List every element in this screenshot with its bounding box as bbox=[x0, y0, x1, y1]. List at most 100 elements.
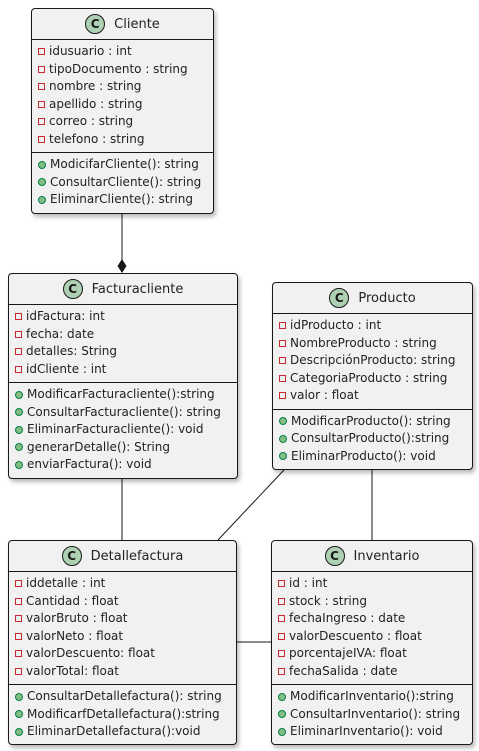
private-visibility-icon bbox=[38, 118, 45, 126]
method: EliminarCliente(): string bbox=[32, 191, 213, 209]
private-visibility-icon bbox=[279, 322, 286, 330]
private-visibility-icon bbox=[15, 650, 22, 658]
class-stereotype-icon: C bbox=[324, 546, 345, 566]
class-inventario: C Inventario id : int stock : string fec… bbox=[271, 540, 473, 745]
private-visibility-icon bbox=[38, 48, 45, 56]
public-visibility-icon bbox=[15, 710, 23, 719]
public-visibility-icon bbox=[38, 160, 46, 169]
private-visibility-icon bbox=[15, 615, 22, 623]
attribute: stock : string bbox=[272, 593, 472, 611]
method-list: ModificarProducto(): string ConsultarPro… bbox=[273, 410, 472, 470]
class-producto: C Producto idProducto : int NombreProduc… bbox=[272, 282, 473, 470]
attribute: CategoriaProducto : string bbox=[273, 370, 472, 388]
class-name: Cliente bbox=[114, 16, 160, 32]
class-header: C Cliente bbox=[32, 9, 213, 40]
private-visibility-icon bbox=[15, 597, 22, 605]
method-list: ModificarInventario():string ConsultarIn… bbox=[272, 685, 472, 745]
method: EliminarInventario(): void bbox=[272, 723, 472, 741]
attribute-list: iddetalle : int Cantidad : float valorBr… bbox=[9, 572, 236, 685]
attribute: id : int bbox=[272, 575, 472, 593]
method: ConsultarCliente(): string bbox=[32, 174, 213, 192]
class-stereotype-icon: C bbox=[329, 288, 350, 308]
private-visibility-icon bbox=[278, 632, 285, 640]
private-visibility-icon bbox=[279, 339, 286, 347]
attribute: porcentajeIVA: float bbox=[272, 645, 472, 663]
private-visibility-icon bbox=[278, 615, 285, 623]
private-visibility-icon bbox=[278, 597, 285, 605]
attribute: valorTotal: float bbox=[9, 663, 236, 681]
private-visibility-icon bbox=[278, 667, 285, 675]
attribute: iddetalle : int bbox=[9, 575, 236, 593]
private-visibility-icon bbox=[278, 650, 285, 658]
attribute-list: idFactura: int fecha: date detalles: Str… bbox=[9, 305, 237, 383]
public-visibility-icon bbox=[38, 195, 46, 204]
attribute: idCliente : int bbox=[9, 361, 237, 379]
public-visibility-icon bbox=[279, 434, 287, 443]
attribute: fechaSalida : date bbox=[272, 663, 472, 681]
attribute: correo : string bbox=[32, 113, 213, 131]
private-visibility-icon bbox=[279, 392, 286, 400]
attribute: DescripciónProducto: string bbox=[273, 352, 472, 370]
method: ConsultarDetallefactura(): string bbox=[9, 688, 236, 706]
method: ModificarfDetallefactura():string bbox=[9, 706, 236, 724]
attribute-list: idProducto : int NombreProducto : string… bbox=[273, 314, 472, 410]
method: EliminarDetallefactura():void bbox=[9, 723, 236, 741]
private-visibility-icon bbox=[15, 365, 22, 373]
method-list: ConsultarDetallefactura(): string Modifi… bbox=[9, 685, 236, 745]
attribute: valorBruto : float bbox=[9, 610, 236, 628]
public-visibility-icon bbox=[38, 178, 46, 187]
method: ConsultarProducto():string bbox=[273, 430, 472, 448]
method: EliminarFacturacliente(): void bbox=[9, 421, 237, 439]
class-name: Inventario bbox=[353, 548, 420, 564]
private-visibility-icon bbox=[15, 580, 22, 588]
private-visibility-icon bbox=[15, 313, 22, 321]
class-facturacliente: C Facturacliente idFactura: int fecha: d… bbox=[8, 273, 238, 479]
public-visibility-icon bbox=[278, 692, 286, 701]
association-line-producto-detallefactura bbox=[217, 469, 285, 541]
attribute: valorDescuento: float bbox=[9, 645, 236, 663]
public-visibility-icon bbox=[279, 452, 287, 461]
public-visibility-icon bbox=[15, 443, 23, 452]
attribute: fecha: date bbox=[9, 326, 237, 344]
class-stereotype-icon: C bbox=[85, 14, 106, 34]
attribute: NombreProducto : string bbox=[273, 335, 472, 353]
public-visibility-icon bbox=[279, 417, 287, 426]
private-visibility-icon bbox=[278, 580, 285, 588]
private-visibility-icon bbox=[279, 357, 286, 365]
private-visibility-icon bbox=[15, 348, 22, 356]
private-visibility-icon bbox=[38, 135, 45, 143]
attribute: valorDescuento : float bbox=[272, 628, 472, 646]
attribute: idusuario : int bbox=[32, 43, 213, 61]
method: enviarFactura(): void bbox=[9, 456, 237, 474]
class-header: C Facturacliente bbox=[9, 274, 237, 305]
private-visibility-icon bbox=[15, 330, 22, 338]
attribute-list: idusuario : int tipoDocumento : string n… bbox=[32, 40, 213, 153]
class-name: Detallefactura bbox=[90, 548, 184, 564]
attribute: valorNeto : float bbox=[9, 628, 236, 646]
private-visibility-icon bbox=[15, 632, 22, 640]
public-visibility-icon bbox=[278, 727, 286, 736]
private-visibility-icon bbox=[38, 83, 45, 91]
composition-diamond bbox=[117, 259, 127, 273]
attribute-list: id : int stock : string fechaIngreso : d… bbox=[272, 572, 472, 685]
public-visibility-icon bbox=[15, 390, 23, 399]
attribute: apellido : string bbox=[32, 96, 213, 114]
attribute: valor : float bbox=[273, 387, 472, 405]
public-visibility-icon bbox=[15, 408, 23, 417]
method: ConsultarFacturacliente(): string bbox=[9, 404, 237, 422]
attribute: nombre : string bbox=[32, 78, 213, 96]
attribute: idProducto : int bbox=[273, 317, 472, 335]
class-detallefactura: C Detallefactura iddetalle : int Cantida… bbox=[8, 540, 237, 745]
class-header: C Producto bbox=[273, 283, 472, 314]
method: generarDetalle(): String bbox=[9, 439, 237, 457]
class-stereotype-icon: C bbox=[61, 546, 82, 566]
method-list: ModificarFacturacliente():string Consult… bbox=[9, 383, 237, 478]
private-visibility-icon bbox=[15, 667, 22, 675]
private-visibility-icon bbox=[279, 374, 286, 382]
method: ModificarInventario():string bbox=[272, 688, 472, 706]
method-list: ModicifarCliente(): string ConsultarClie… bbox=[32, 153, 213, 213]
class-name: Facturacliente bbox=[91, 281, 184, 297]
attribute: tipoDocumento : string bbox=[32, 61, 213, 79]
attribute: Cantidad : float bbox=[9, 593, 236, 611]
